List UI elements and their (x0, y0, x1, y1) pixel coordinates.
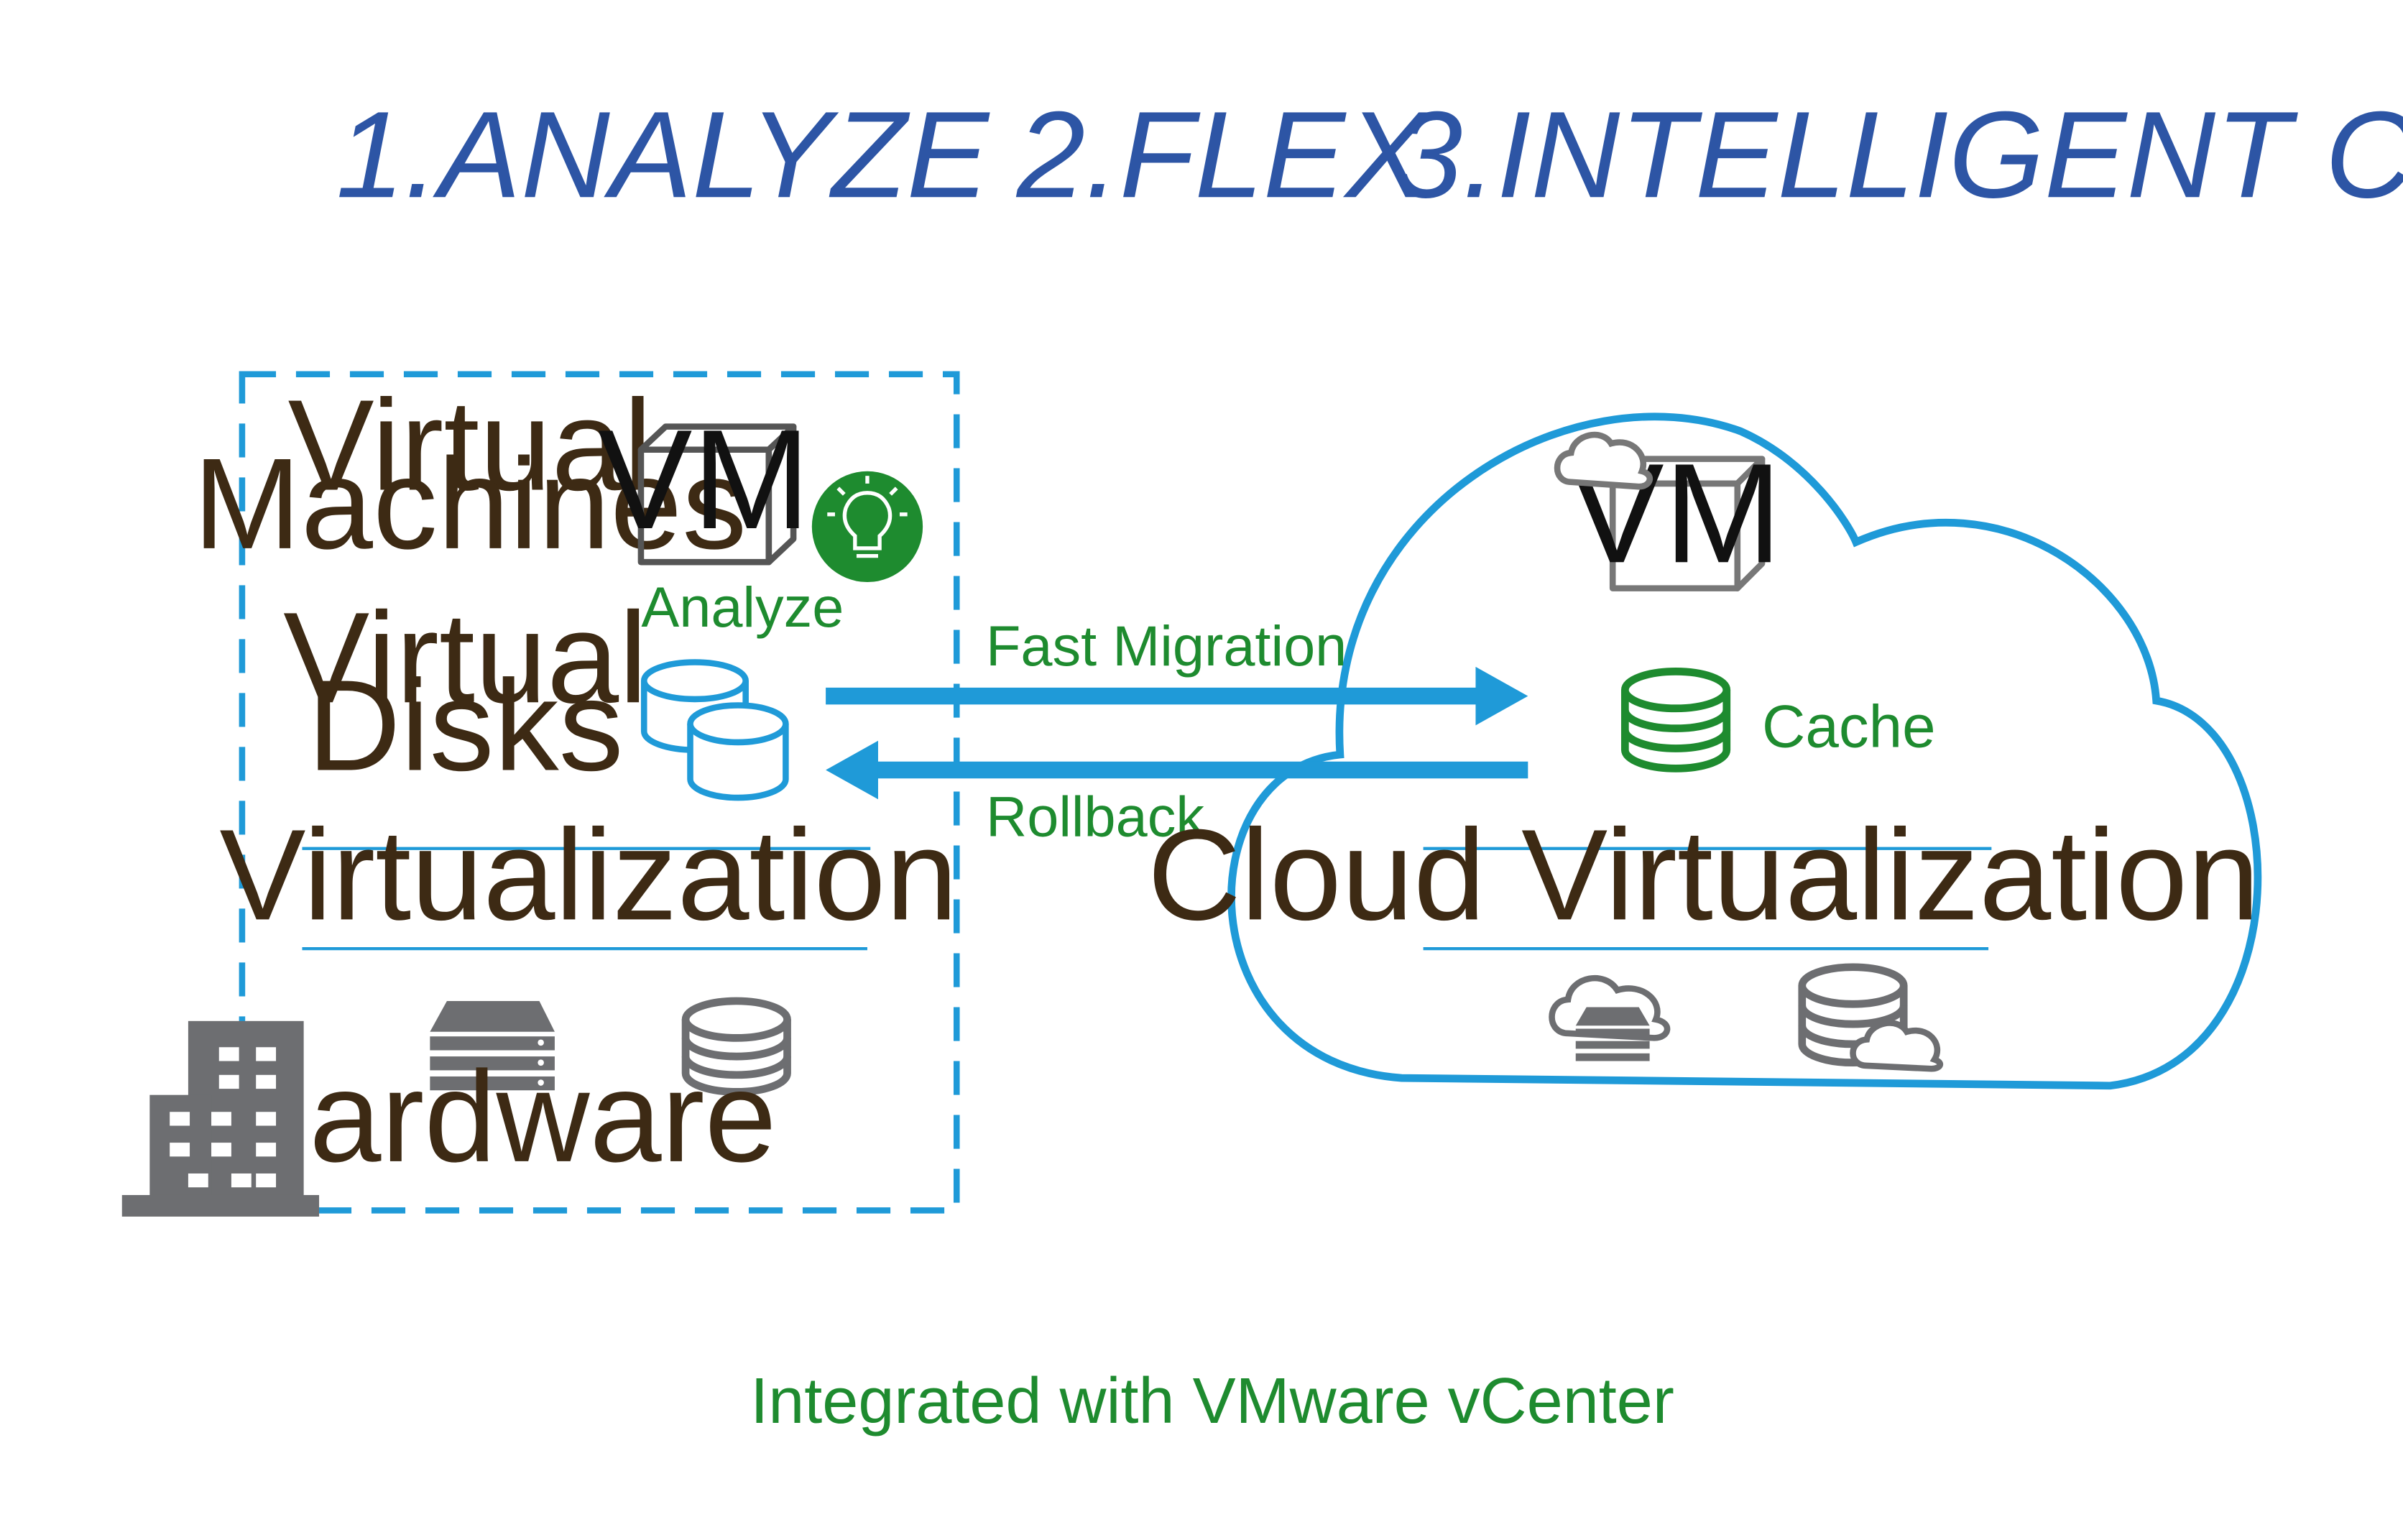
cloud-outline (1227, 412, 2262, 1090)
virtual-disks-label-line2: Disks (308, 654, 624, 798)
step-cache-heading: 3.INTELLIGENT CACHE (1394, 86, 2403, 223)
vm-cube-label: VM (598, 400, 811, 558)
fast-migration-label: Fast Migration (986, 614, 1347, 678)
vm-cube-icon: VM (598, 400, 811, 566)
cloud-small-icon (1554, 431, 1653, 490)
step-analyze-heading: 1.ANALYZE (336, 86, 990, 223)
database-icon (681, 997, 791, 1096)
lightbulb-icon (811, 471, 923, 583)
rollback-label: Rollback (986, 785, 1204, 849)
virtual-disks-label-line1: Virtual (283, 586, 647, 730)
virtual-machines-label-line1: Virtual (288, 373, 652, 517)
virtual-disks-icon (640, 659, 789, 801)
fast-migration-arrow (826, 666, 1528, 726)
office-building-icon (121, 1020, 320, 1217)
onprem-dashed-frame (239, 371, 960, 1214)
virtualization-label: Virtualization (219, 803, 957, 947)
cloud-server-icon (1549, 975, 1671, 1061)
cloud-database-icon (1798, 963, 1944, 1072)
virtual-machines-label-line2: Machines (193, 432, 747, 576)
step-flex-heading: 2.FLEX (1016, 86, 1431, 223)
rollback-arrow (826, 740, 1528, 800)
footer-integration-text: Integrated with VMware vCenter (750, 1365, 1674, 1437)
cache-label: Cache (1762, 692, 1936, 760)
analyze-label: Analyze (641, 575, 844, 639)
cache-database-icon (1620, 667, 1731, 773)
hardware-label: Hardware (216, 1045, 776, 1189)
server-rack-icon (430, 1000, 555, 1091)
cloud-virtualization-label: Cloud Virtualization (1148, 803, 2260, 947)
